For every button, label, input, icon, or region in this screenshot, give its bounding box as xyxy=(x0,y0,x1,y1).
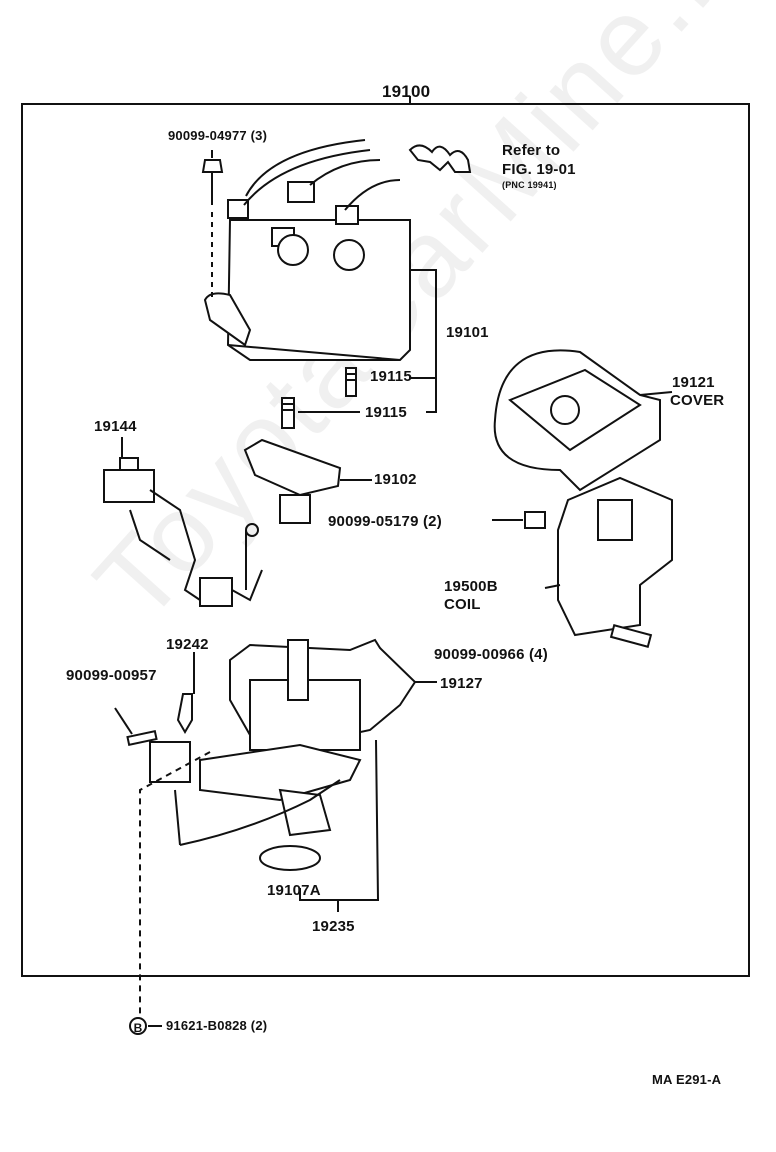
refer-line-3: (PNC 19941) xyxy=(502,180,557,190)
refer-line-2: FIG. 19-01 xyxy=(502,161,576,178)
figure-code: MA E291-A xyxy=(652,1072,722,1087)
part-name-cover: COVER xyxy=(670,392,725,409)
cover-19121 xyxy=(493,349,673,492)
assembly-frame xyxy=(21,103,750,977)
screw-90099-00966 xyxy=(609,624,653,648)
part-label-19115-b: 19115 xyxy=(365,404,407,421)
part-label-90099-00966: 90099-00966 (4) xyxy=(434,646,548,663)
part-label-19102: 19102 xyxy=(374,471,417,488)
distributor-cap xyxy=(203,139,411,361)
harness-19144 xyxy=(103,437,263,607)
bolt-90099-04977 xyxy=(201,150,224,300)
part-label-90099-00957: 90099-00957 xyxy=(66,667,157,684)
part-label-90099-04977: 90099-04977 (3) xyxy=(168,128,268,143)
part-label-19235: 19235 xyxy=(312,918,355,935)
part-label-19121: 19121 xyxy=(672,374,715,391)
housing-19127 xyxy=(199,638,437,837)
spring-19115-a xyxy=(345,367,357,397)
b-marker: B xyxy=(129,1017,147,1035)
part-label-19101: 19101 xyxy=(446,324,489,341)
screw-90099-00957 xyxy=(114,707,158,747)
spring-19115-b xyxy=(281,397,295,429)
bracket-19242 xyxy=(176,652,195,734)
part-name-coil: COIL xyxy=(444,596,481,613)
part-label-91621-b0828: 91621-B0828 (2) xyxy=(166,1018,268,1033)
part-label-19242: 19242 xyxy=(166,636,209,653)
part-label-19144: 19144 xyxy=(94,418,137,435)
screw-90099-05179 xyxy=(492,511,546,529)
part-label-19107a: 19107A xyxy=(267,882,321,899)
rotor-19102 xyxy=(243,438,372,524)
part-label-19115-a: 19115 xyxy=(370,368,412,385)
assembly-number: 19100 xyxy=(382,82,431,101)
part-label-19127: 19127 xyxy=(440,675,483,692)
refer-line-1: Refer to xyxy=(502,142,561,159)
part-label-90099-05179: 90099-05179 (2) xyxy=(328,513,442,530)
wire-clamp xyxy=(408,144,472,173)
part-label-19500b: 19500B xyxy=(444,578,498,595)
o-ring-19107a xyxy=(259,845,321,871)
ignition-coil-19500b xyxy=(544,476,673,637)
